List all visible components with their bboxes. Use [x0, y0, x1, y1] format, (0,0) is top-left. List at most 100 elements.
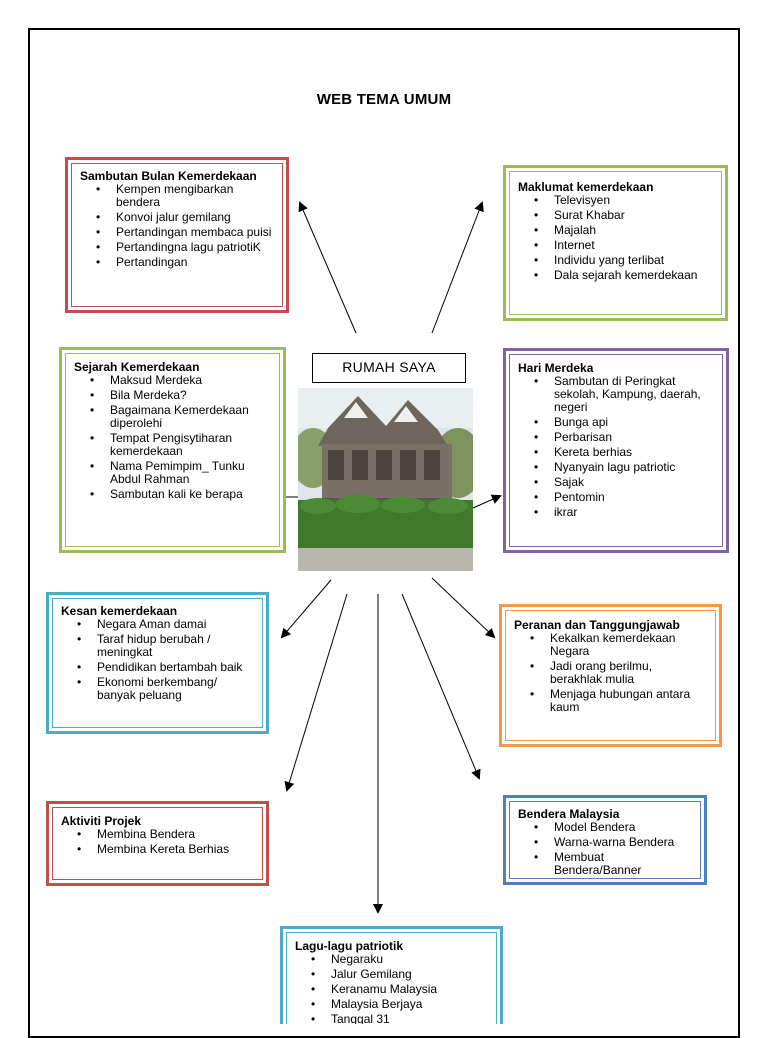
list-item: • Tempat Pengisytiharan kemerdekaan	[74, 432, 271, 458]
bullet-icon: •	[311, 982, 316, 996]
list-item: • Tanggal 31	[295, 1012, 488, 1025]
list-item: • Dala sejarah kemerdekaan	[518, 269, 713, 282]
list-item-text: Sambutan di Peringkat sekolah, Kampung, …	[554, 374, 701, 414]
box-heading: Sambutan Bulan Kemerdekaan	[80, 169, 257, 183]
item-list: • Membina Bendera •Membina Kereta Berhias	[61, 828, 254, 856]
center-label: RUMAH SAYA	[312, 353, 466, 383]
list-item-text: Majalah	[554, 223, 597, 237]
list-item-text: Negaraku	[331, 952, 384, 966]
list-item-text: Malaysia Berjaya	[331, 997, 423, 1011]
box-heading: Maklumat kemerdekaan	[518, 180, 654, 194]
list-item: •Konvoi jalur gemilang	[80, 211, 274, 224]
list-item-text: Sambutan kali ke berapa	[110, 487, 243, 501]
bullet-icon: •	[77, 675, 82, 689]
bullet-icon: •	[77, 827, 82, 841]
list-item-text: Model Bendera	[554, 820, 636, 834]
list-item-text: Pendidikan bertambah baik	[97, 660, 243, 674]
list-item-text: Konvoi jalur gemilang	[116, 210, 231, 224]
bullet-icon: •	[534, 415, 539, 429]
item-list: • Kempen mengibarkan bendera •Konvoi jalur…	[80, 183, 274, 269]
bullet-icon: •	[530, 687, 535, 701]
bullet-icon: •	[96, 182, 101, 196]
list-item-text: Tempat Pengisytiharan kemerdekaan	[110, 431, 233, 458]
bullet-icon: •	[90, 373, 95, 387]
list-item-text: Maksud Merdeka	[110, 373, 203, 387]
list-item: •Individu yang terlibat	[518, 254, 713, 267]
list-item-text: Pertandingna lagu patriotiK	[116, 240, 261, 254]
bullet-icon: •	[534, 374, 539, 388]
box-sejarah: Sejarah Kemerdekaan •Maksud Merdeka•Bila…	[59, 347, 286, 553]
list-item-text: Ekonomi berkembang/ banyak peluang	[97, 675, 218, 702]
bullet-icon: •	[534, 430, 539, 444]
arrow-to-kesan	[280, 579, 332, 639]
bullet-icon: •	[534, 445, 539, 459]
list-item-text: Jadi orang berilmu, berakhlak mulia	[550, 659, 653, 686]
list-item-text: Nama Pemimpim_ Tunku Abdul Rahman	[110, 459, 245, 486]
bullet-icon: •	[534, 268, 539, 282]
bullet-icon: •	[311, 967, 316, 981]
list-item-text: Jalur Gemilang	[331, 967, 412, 981]
list-item: •Nyanyain lagu patriotic	[518, 461, 714, 474]
list-item-text: Nyanyain lagu patriotic	[554, 460, 676, 474]
list-item-text: Pertandingan	[116, 255, 188, 269]
list-item-text: Membuat Bendera/Banner	[554, 850, 642, 877]
list-item: •Jadi orang berilmu, berakhlak mulia	[514, 660, 707, 686]
list-item-text: Sajak	[554, 475, 585, 489]
list-item-text: Televisyen	[554, 193, 611, 207]
bullet-icon: •	[77, 632, 82, 646]
arrow-to-hari	[472, 494, 502, 509]
list-item: • Maksud Merdeka	[74, 374, 271, 387]
list-item: •Internet	[518, 239, 713, 252]
box-kesan: Kesan kemerdekaan •Negara Aman damai•Tar…	[46, 592, 269, 734]
bullet-icon: •	[311, 1012, 316, 1025]
bullet-icon: •	[90, 487, 95, 501]
list-item-text: Individu yang terlibat	[554, 253, 665, 267]
bullet-icon: •	[90, 403, 95, 417]
bullet-icon: •	[90, 459, 95, 473]
list-item-text: Dala sejarah kemerdekaan	[554, 268, 698, 282]
bullet-icon: •	[534, 505, 539, 519]
list-item-text: Kereta berhias	[554, 445, 633, 459]
bullet-icon: •	[90, 431, 95, 445]
item-list: •Negara Aman damai•Taraf hidup berubah /…	[61, 618, 254, 702]
list-item: • Pendidikan bertambah baik	[61, 661, 254, 674]
list-item: •Pentomin	[518, 491, 714, 504]
list-item: •Kekalkan kemerdekaan Negara	[514, 632, 707, 658]
list-item-text: Keranamu Malaysia	[331, 982, 438, 996]
list-item-text: Bagaimana Kemerdekaan diperolehi	[110, 403, 249, 430]
bullet-icon: •	[534, 475, 539, 489]
list-item: • Sajak	[518, 476, 714, 489]
list-item: •ikrar	[518, 506, 714, 519]
list-item-text: Kempen mengibarkan bendera	[116, 182, 234, 209]
list-item: •Taraf hidup berubah / meningkat	[61, 633, 254, 659]
list-item-text: Tanggal 31	[331, 1012, 390, 1025]
list-item: •Pertandingan membaca puisi	[80, 226, 274, 239]
arrow-to-bendera	[401, 593, 481, 780]
bullet-icon: •	[77, 660, 82, 674]
list-item-text: Surat Khabar	[554, 208, 625, 222]
list-item: • Ekonomi berkembang/ banyak peluang	[61, 676, 254, 702]
list-item: • Membuat Bendera/Banner	[518, 851, 692, 877]
box-heading: Hari Merdeka	[518, 361, 594, 375]
list-item: • Nama Pemimpim_ Tunku Abdul Rahman	[74, 460, 271, 486]
list-item: •Pertandingna lagu patriotiK	[80, 241, 274, 254]
arrow-to-sambutan	[298, 201, 357, 334]
box-heading: Aktiviti Projek	[61, 814, 142, 828]
bullet-icon: •	[534, 208, 539, 222]
bullet-icon: •	[77, 617, 82, 631]
list-item: • Sambutan kali ke berapa	[74, 488, 271, 501]
list-item: •Membina Kereta Berhias	[61, 843, 254, 856]
box-peranan: Peranan dan Tanggungjawab •Kekalkan keme…	[499, 604, 722, 747]
item-list: •Model Bendera•Warna-warna Bendera•Membu…	[518, 821, 692, 877]
arrow-to-aktiviti	[284, 593, 348, 792]
bullet-icon: •	[534, 238, 539, 252]
list-item: • Membina Bendera	[61, 828, 254, 841]
bullet-icon: •	[534, 850, 539, 864]
list-item: • Surat Khabar	[518, 209, 713, 222]
page-title: WEB TEMA UMUM	[316, 91, 452, 108]
list-item-text: Pentomin	[554, 490, 605, 504]
item-list: •Kekalkan kemerdekaan Negara•Jadi orang …	[514, 632, 707, 714]
list-item-text: Membina Bendera	[97, 827, 196, 841]
list-item: • Keranamu Malaysia	[295, 983, 488, 996]
list-item: •Pertandingan	[80, 256, 274, 269]
